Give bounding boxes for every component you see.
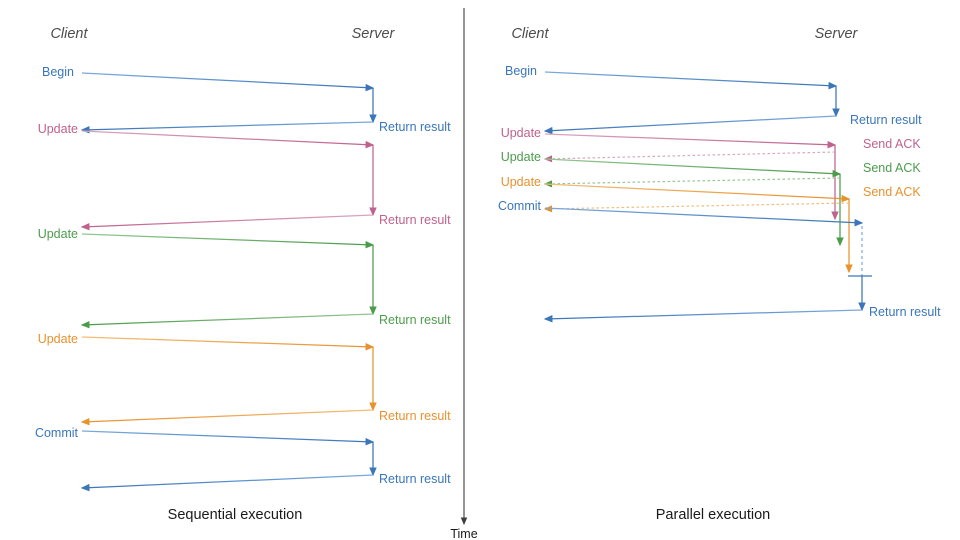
diagram-geometry [80, 71, 872, 492]
response-arrow-2 [80, 313, 374, 329]
send-ack-arrow-2 [543, 202, 850, 213]
response-arrow-1 [80, 214, 374, 231]
panel-caption-sequential: Sequential execution [168, 507, 303, 523]
begin-request-arrow [544, 71, 838, 90]
label-update-seq-3: Update [38, 332, 78, 346]
message-group-green-2 [80, 233, 377, 329]
label-return-result-seq-1: Return result [379, 213, 451, 227]
parallel-op-green [543, 158, 844, 247]
label-commit-par: Commit [498, 199, 542, 213]
label-update-seq-2: Update [38, 227, 78, 241]
label-return-result-seq-2: Return result [379, 313, 451, 327]
time-axis-label: Time [450, 527, 477, 540]
parallel-op-orange [543, 183, 853, 274]
request-arrow-2 [81, 233, 375, 249]
actor-label-server-parallel: Server [815, 26, 859, 42]
update-request-arrow-2 [544, 183, 851, 203]
panel-caption-parallel: Parallel execution [656, 507, 770, 523]
message-group-blue-4 [80, 430, 377, 492]
label-update-seq-1: Update [38, 122, 78, 136]
request-arrow-0 [81, 72, 375, 92]
label-commit-seq-4: Commit [35, 426, 79, 440]
send-ack-arrow-0 [543, 151, 836, 163]
label-return-result-par-final: Return result [869, 305, 941, 319]
request-arrow-4 [81, 430, 375, 446]
actor-label-client-sequential: Client [50, 26, 88, 42]
label-begin-par: Begin [505, 64, 537, 78]
label-send-ack-0: Send ACK [863, 137, 921, 151]
begin-response-arrow [543, 115, 837, 135]
send-ack-arrow-1 [543, 177, 841, 188]
label-return-result-par-begin: Return result [850, 113, 922, 127]
label-update-par-1: Update [501, 150, 541, 164]
response-arrow-3 [80, 409, 374, 426]
response-arrow-4 [80, 474, 374, 492]
request-arrow-3 [81, 336, 375, 351]
parallel-panel-geometry [543, 71, 872, 323]
label-send-ack-2: Send ACK [863, 185, 921, 199]
commit-response-arrow [543, 309, 863, 323]
label-return-result-seq-0: Return result [379, 120, 451, 134]
commit-request-arrow [544, 207, 864, 227]
label-send-ack-1: Send ACK [863, 161, 921, 175]
label-update-par-2: Update [501, 175, 541, 189]
actor-label-server-sequential: Server [352, 26, 396, 42]
label-begin-seq-0: Begin [42, 65, 74, 79]
label-return-result-seq-3: Return result [379, 409, 451, 423]
response-arrow-0 [80, 121, 374, 134]
actor-label-client-parallel: Client [511, 26, 549, 42]
message-group-pink-1 [80, 130, 377, 231]
message-group-blue-0 [80, 72, 377, 134]
label-update-par-0: Update [501, 126, 541, 140]
update-request-arrow-1 [544, 158, 842, 178]
time-axis: Time [450, 8, 478, 540]
parallel-op-pink [543, 133, 839, 221]
label-return-result-seq-4: Return result [379, 472, 451, 486]
request-arrow-1 [81, 130, 375, 149]
message-group-orange-3 [80, 336, 377, 426]
update-request-arrow-0 [544, 133, 837, 149]
